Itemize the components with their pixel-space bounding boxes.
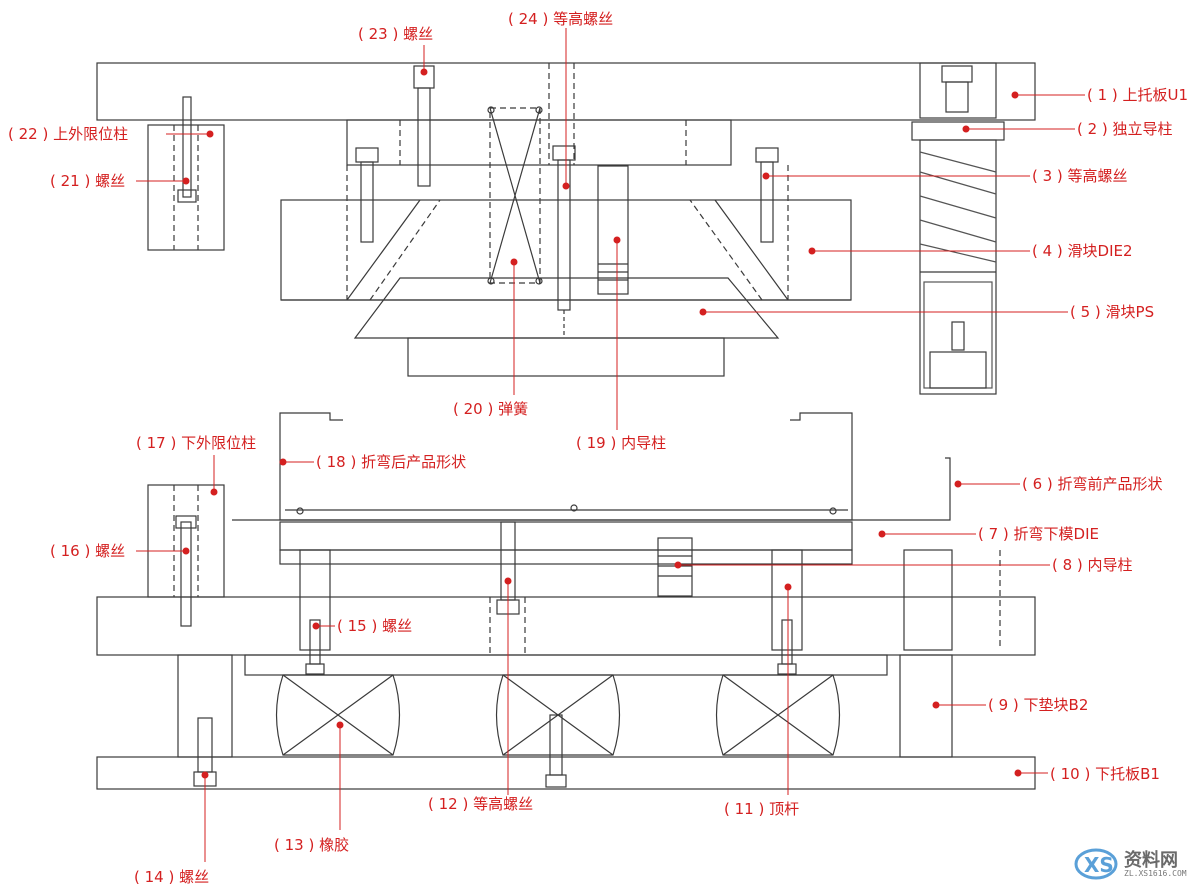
label-17: ( 17 ) 下外限位柱 (136, 434, 257, 452)
label-8: ( 8 ) 内导柱 (1052, 556, 1133, 574)
inner-guide-post-8 (657, 537, 693, 597)
label-16: ( 16 ) 螺丝 (50, 542, 126, 560)
label-6: ( 6 ) 折弯前产品形状 (1022, 475, 1163, 493)
inner-guide-post-19 (597, 165, 629, 295)
svg-text:XS: XS (1084, 853, 1114, 877)
label-1: ( 1 ) 上托板U1 (1087, 86, 1189, 104)
ps-base (407, 337, 725, 377)
label-5: ( 5 ) 滑块PS (1070, 303, 1155, 321)
label-13: ( 13 ) 橡胶 (274, 836, 350, 854)
lower-bending-die (279, 521, 853, 551)
label-15: ( 15 ) 螺丝 (337, 617, 413, 635)
product-before-bend (232, 457, 951, 521)
lower-spacer-b2-left (177, 654, 233, 758)
upper-backing-block (346, 119, 732, 166)
label-3: ( 3 ) 等高螺丝 (1032, 167, 1128, 185)
watermark-text: 资料网 (1124, 850, 1178, 871)
label-14: ( 14 ) 螺丝 (134, 868, 210, 886)
upper-outer-stop (147, 124, 225, 251)
label-23: ( 23 ) 螺丝 (358, 25, 434, 43)
label-21: ( 21 ) 螺丝 (50, 172, 126, 190)
spring-20 (489, 107, 541, 284)
watermark-sub: ZL.XS1616.COM (1124, 869, 1187, 878)
guide-pillar-head (911, 121, 1005, 141)
label-7: ( 7 ) 折弯下模DIE (978, 525, 1100, 543)
label-10: ( 10 ) 下托板B1 (1050, 765, 1160, 783)
label-11: ( 11 ) 顶杆 (724, 800, 800, 818)
lower-outer-stop (147, 484, 225, 598)
guide-pillar (919, 139, 997, 395)
label-4: ( 4 ) 滑块DIE2 (1032, 242, 1133, 260)
label-2: ( 2 ) 独立导柱 (1077, 120, 1173, 138)
slider-die2 (280, 199, 852, 301)
label-20: ( 20 ) 弹簧 (453, 400, 529, 418)
label-9: ( 9 ) 下垫块B2 (988, 696, 1089, 714)
label-19: ( 19 ) 内导柱 (576, 434, 667, 452)
lower-spacer-b2-right (899, 654, 953, 758)
watermark-logo-icon: XS (1074, 848, 1118, 880)
slider-ps (353, 277, 780, 339)
label-12: ( 12 ) 等高螺丝 (428, 795, 534, 813)
lower-die-plate (96, 596, 1036, 656)
label-24: ( 24 ) 等高螺丝 (508, 10, 614, 28)
label-18: ( 18 ) 折弯后产品形状 (316, 453, 467, 471)
label-22: ( 22 ) 上外限位柱 (8, 125, 129, 143)
